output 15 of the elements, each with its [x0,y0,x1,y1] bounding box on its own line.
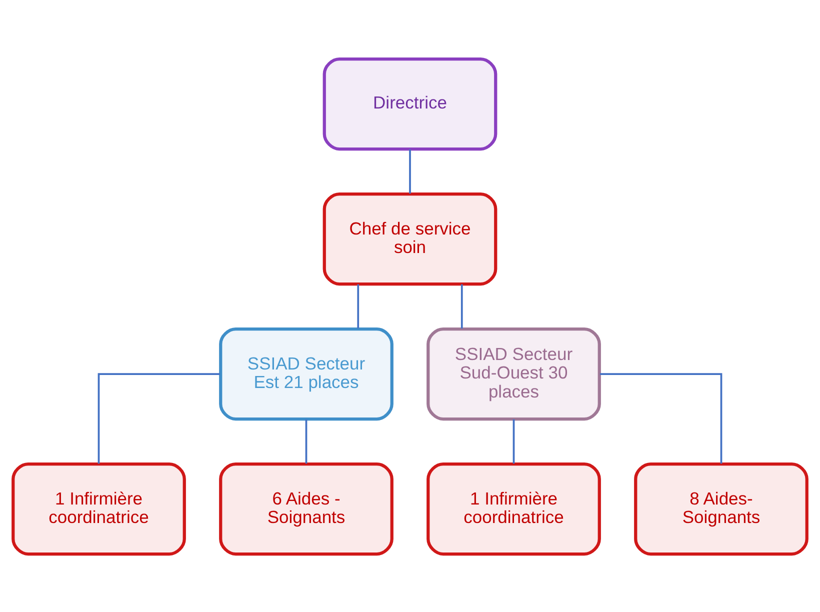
connector [409,148,411,194]
connector [600,372,722,464]
connector [512,418,515,464]
node-box: 1 Infirmière coordinatrice [426,462,601,556]
node-box: Directrice [322,56,498,150]
node-box: 6 Aides - Soignants [219,462,394,556]
connector [357,284,360,328]
node-box: 8 Aides-Soignants [634,462,808,556]
node-box: SSIAD Secteur Sud-Ouest 30 places [426,326,601,420]
node-box: Chef de service soin [322,192,498,286]
node-box: SSIAD Secteur Est 21 places [219,326,394,420]
node-box: 1 Infirmière coordinatrice [12,462,186,556]
connector [460,284,463,328]
connector [305,418,308,464]
connector [98,372,220,464]
